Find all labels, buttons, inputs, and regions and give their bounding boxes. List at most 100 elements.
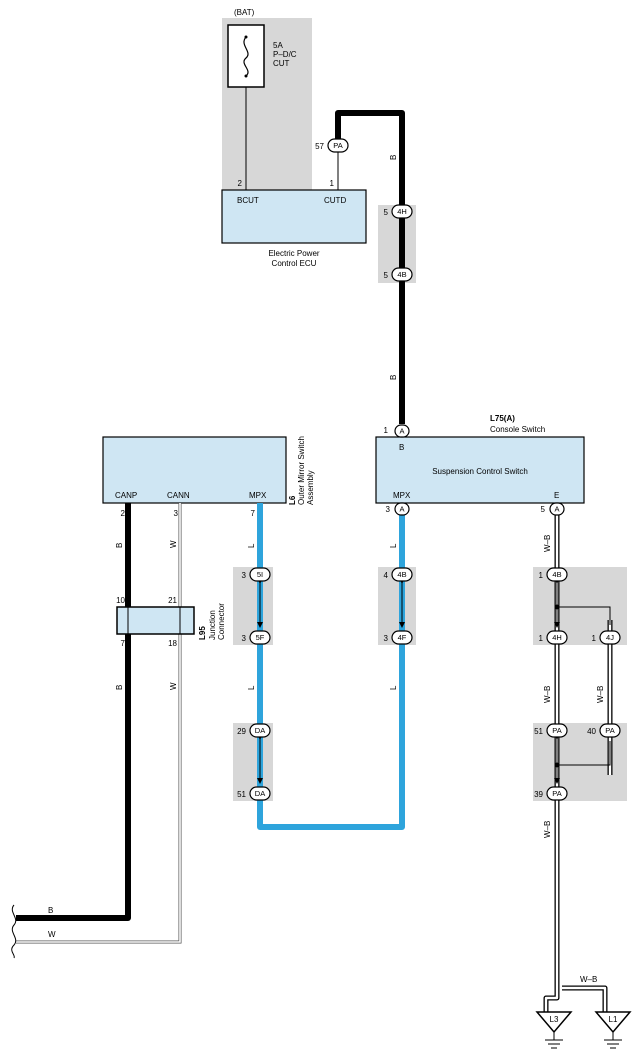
fuse-name-1: P–D/C bbox=[273, 50, 297, 59]
connector-5f: 5F 3 bbox=[242, 630, 271, 645]
wire-label-wb5: W–B bbox=[580, 975, 597, 984]
svg-text:1: 1 bbox=[539, 634, 544, 643]
wire-label-l3: L bbox=[389, 543, 398, 548]
wire-label-w3: W bbox=[48, 930, 56, 939]
svg-text:5: 5 bbox=[541, 505, 546, 514]
console-code: L75(A) bbox=[490, 414, 515, 423]
svg-text:A: A bbox=[399, 505, 404, 514]
svg-text:57: 57 bbox=[315, 142, 324, 151]
connector-4b-top: 4B 5 bbox=[384, 267, 413, 282]
svg-text:1: 1 bbox=[592, 634, 597, 643]
svg-text:1: 1 bbox=[539, 571, 544, 580]
connector-pa-40: PA 40 bbox=[587, 723, 621, 738]
svg-text:4B: 4B bbox=[397, 570, 406, 579]
junction-name-2: Connector bbox=[217, 603, 226, 640]
svg-text:PA: PA bbox=[605, 726, 614, 735]
svg-text:4H: 4H bbox=[397, 207, 407, 216]
mirror-term-mpx: MPX bbox=[249, 491, 267, 500]
ground-l3-icon bbox=[535, 1011, 573, 1034]
svg-text:4F: 4F bbox=[398, 633, 407, 642]
wire-mpx-l bbox=[257, 503, 405, 830]
wire-label-l1: L bbox=[247, 543, 256, 548]
svg-text:4B: 4B bbox=[552, 570, 561, 579]
wire-canp-b bbox=[16, 503, 131, 921]
ground-l3-label: L3 bbox=[550, 1015, 559, 1024]
fuse-rating: 5A bbox=[273, 41, 283, 50]
connector-console-a-mpx: A 3 bbox=[386, 502, 410, 516]
svg-text:29: 29 bbox=[237, 727, 246, 736]
connector-console-a-e: A 5 bbox=[541, 502, 565, 516]
svg-text:5F: 5F bbox=[256, 633, 265, 642]
mirror-name-1: Outer Mirror Switch bbox=[297, 436, 306, 505]
connector-pa-57: PA 57 bbox=[315, 138, 349, 153]
electric-power-control-ecu bbox=[221, 189, 367, 244]
svg-text:PA: PA bbox=[552, 789, 561, 798]
mirror-code: L6 bbox=[288, 495, 297, 505]
wire-label-w1: W bbox=[169, 540, 178, 548]
connector-4h-top: 4H 5 bbox=[384, 204, 413, 219]
ecu-term-cutd: CUTD bbox=[324, 196, 346, 205]
svg-text:51: 51 bbox=[237, 790, 246, 799]
fuse-box bbox=[227, 24, 265, 88]
ground-l1-label: L1 bbox=[609, 1015, 618, 1024]
wire-label-l4: L bbox=[389, 685, 398, 690]
console-name: Console Switch bbox=[490, 425, 545, 434]
connector-4j: 4J 1 bbox=[592, 630, 621, 645]
svg-text:DA: DA bbox=[255, 726, 265, 735]
wire-wb-l1 bbox=[562, 985, 608, 1012]
mirror-name-2: Assembly bbox=[306, 470, 315, 505]
wire-label-b4: B bbox=[115, 685, 124, 690]
junction-name-1: Junction bbox=[208, 610, 217, 640]
connector-5i: 5I 3 bbox=[242, 567, 271, 582]
svg-text:5: 5 bbox=[384, 208, 389, 217]
connector-pa-39: PA 39 bbox=[534, 786, 568, 801]
svg-text:5: 5 bbox=[384, 271, 389, 280]
junction-code: L95 bbox=[198, 626, 207, 640]
ecu-term-bcut: BCUT bbox=[237, 196, 259, 205]
fuse-name-2: CUT bbox=[273, 59, 290, 68]
junction-pin-7: 7 bbox=[121, 639, 126, 648]
wire-label-b2: B bbox=[389, 375, 398, 380]
ground-l1-icon bbox=[594, 1011, 632, 1034]
junction-pin-21: 21 bbox=[168, 596, 177, 605]
connector-da-51: DA 51 bbox=[237, 786, 271, 801]
svg-text:5I: 5I bbox=[257, 570, 263, 579]
svg-text:DA: DA bbox=[255, 789, 265, 798]
svg-text:4H: 4H bbox=[552, 633, 562, 642]
wire-cann-w bbox=[16, 503, 182, 944]
junction-pin-18: 18 bbox=[168, 639, 177, 648]
junction-pin-10: 10 bbox=[116, 596, 125, 605]
ecu-pin-1: 1 bbox=[330, 179, 335, 188]
svg-text:PA: PA bbox=[552, 726, 561, 735]
svg-text:3: 3 bbox=[386, 505, 391, 514]
wire-label-b5: B bbox=[48, 906, 53, 915]
mirror-term-canp: CANP bbox=[115, 491, 137, 500]
svg-text:3: 3 bbox=[242, 571, 247, 580]
wire-label-b1: B bbox=[389, 155, 398, 160]
wire-label-wb4: W–B bbox=[543, 821, 552, 838]
console-pin-1: 1 bbox=[384, 426, 389, 435]
junction-connector bbox=[116, 606, 195, 635]
svg-text:40: 40 bbox=[587, 727, 596, 736]
connector-pa-51: PA 51 bbox=[534, 723, 568, 738]
connector-da-29: DA 29 bbox=[237, 723, 271, 738]
connector-4b-e: 4B 1 bbox=[539, 567, 568, 582]
wire-label-w2: W bbox=[169, 682, 178, 690]
outer-mirror-switch-assembly bbox=[102, 436, 287, 504]
mirror-pin-3: 3 bbox=[174, 509, 179, 518]
mirror-pin-7: 7 bbox=[251, 509, 256, 518]
svg-text:4B: 4B bbox=[397, 270, 406, 279]
svg-text:4: 4 bbox=[384, 571, 389, 580]
svg-text:PA: PA bbox=[333, 141, 342, 150]
ecu-name-1: Electric Power bbox=[268, 249, 319, 258]
ecu-name-2: Control ECU bbox=[272, 259, 317, 268]
ecu-pin-2: 2 bbox=[238, 179, 243, 188]
svg-text:A: A bbox=[399, 427, 404, 436]
connector-console-a-b: A bbox=[394, 424, 410, 438]
fuse-icon bbox=[243, 36, 249, 77]
svg-text:3: 3 bbox=[242, 634, 247, 643]
wire-label-b3: B bbox=[115, 543, 124, 548]
svg-text:4J: 4J bbox=[606, 633, 614, 642]
wire-label-wb3: W–B bbox=[596, 686, 605, 703]
